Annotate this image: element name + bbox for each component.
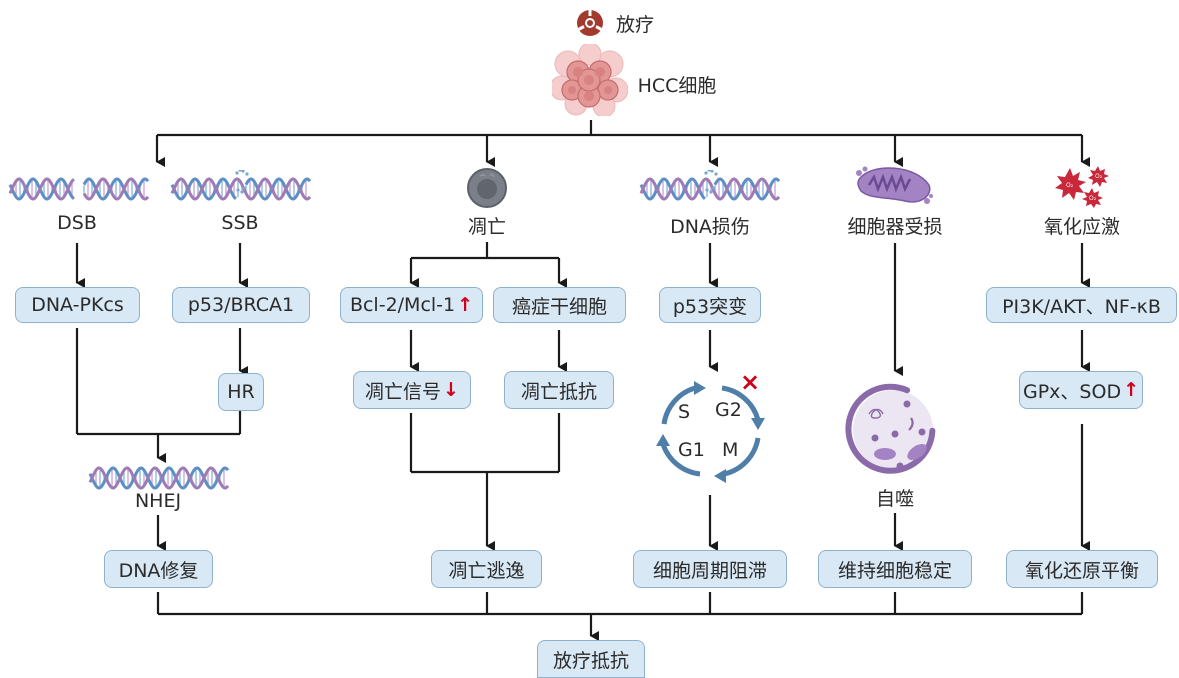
apoptosis-signal-box: 凋亡信号↓ bbox=[353, 371, 471, 409]
dna-repair-text: DNA修复 bbox=[118, 559, 199, 582]
organelle-damage-label: 细胞器受损 bbox=[847, 216, 943, 238]
radiation-icon bbox=[577, 10, 603, 36]
dna-single-strand-break-icon bbox=[170, 170, 312, 201]
apoptosis-label: 凋亡 bbox=[467, 216, 507, 238]
redox-balance-text: 氧化还原平衡 bbox=[1024, 559, 1139, 582]
p53-brca1-box: p53/BRCA1 bbox=[172, 287, 310, 323]
svg-text:O₂: O₂ bbox=[1066, 182, 1074, 189]
gpx-sod-box: GPx、SOD↑ bbox=[1019, 371, 1143, 409]
bcl2-mcl1-text: Bcl-2/Mcl-1 bbox=[349, 294, 456, 316]
p53-mutation-box: p53突变 bbox=[659, 287, 761, 323]
dsb-label: DSB bbox=[57, 212, 97, 234]
block-x-icon: × bbox=[740, 372, 760, 396]
apoptosis-signal-text: 凋亡信号 bbox=[365, 380, 442, 403]
svg-text:O₂: O₂ bbox=[1089, 195, 1097, 202]
autophagy-label: 自噬 bbox=[875, 488, 915, 510]
phase-g1: G1 bbox=[678, 439, 705, 461]
radiotherapy-resistance-text: 放疗抵抗 bbox=[552, 649, 629, 672]
oxidative-stress-label: 氧化应激 bbox=[1043, 216, 1121, 238]
redox-balance-box: 氧化还原平衡 bbox=[1006, 550, 1158, 588]
dna-damage-icon bbox=[639, 170, 781, 201]
dna-pkcs-box: DNA-PKcs bbox=[15, 287, 140, 323]
up-arrow-icon: ↑ bbox=[457, 294, 474, 316]
cancer-stem-cell-text: 癌症干细胞 bbox=[511, 295, 607, 318]
pi3k-akt-nfkb-text: PI3K/AKT、NF-κB bbox=[1002, 295, 1161, 318]
p53-mutation-text: p53突变 bbox=[672, 295, 748, 318]
cell-cycle-icon: S G2 G1 M × bbox=[656, 372, 765, 483]
bcl2-mcl1-box: Bcl-2/Mcl-1↑ bbox=[340, 287, 483, 323]
apoptotic-cell-icon bbox=[467, 168, 507, 208]
apoptosis-escape-box: 凋亡逃逸 bbox=[431, 550, 542, 588]
reactive-oxygen-species-icon: O₂ O₂ O₂ bbox=[1055, 166, 1109, 208]
hcc-cell-label: HCC细胞 bbox=[637, 75, 717, 97]
maintain-cell-stability-text: 维持细胞稳定 bbox=[837, 559, 952, 582]
pi3k-akt-nfkb-box: PI3K/AKT、NF-κB bbox=[986, 287, 1177, 323]
dna-intact-icon bbox=[88, 466, 230, 490]
apoptosis-resistance-box: 凋亡抵抗 bbox=[504, 371, 614, 409]
cancer-stem-cell-box: 癌症干细胞 bbox=[493, 287, 626, 323]
dna-repair-box: DNA修复 bbox=[104, 550, 213, 588]
hr-text: HR bbox=[227, 381, 255, 403]
ssb-label: SSB bbox=[221, 212, 259, 234]
phase-s: S bbox=[678, 401, 690, 423]
dna-damage-label: DNA损伤 bbox=[670, 216, 750, 238]
cell-cycle-arrest-box: 细胞周期阻滞 bbox=[633, 550, 787, 588]
cell-cycle-arrest-text: 细胞周期阻滞 bbox=[652, 559, 767, 582]
maintain-cell-stability-box: 维持细胞稳定 bbox=[818, 550, 972, 588]
nhej-label: NHEJ bbox=[134, 490, 182, 512]
dna-double-strand-break-icon bbox=[8, 177, 150, 201]
dna-pkcs-text: DNA-PKcs bbox=[31, 294, 124, 316]
apoptosis-escape-text: 凋亡逃逸 bbox=[448, 559, 525, 582]
radiotherapy-label: 放疗 bbox=[615, 14, 655, 36]
gpx-sod-text: GPx、SOD bbox=[1023, 380, 1122, 403]
apoptosis-resistance-text: 凋亡抵抗 bbox=[520, 380, 597, 403]
up-arrow-icon: ↑ bbox=[1123, 379, 1139, 401]
hr-box: HR bbox=[218, 373, 264, 411]
autophagosome-icon bbox=[845, 383, 936, 474]
mitochondrion-icon bbox=[856, 166, 933, 204]
p53-brca1-text: p53/BRCA1 bbox=[187, 294, 295, 316]
down-arrow-icon: ↓ bbox=[443, 379, 459, 401]
phase-g2: G2 bbox=[715, 399, 742, 421]
hcc-cell-cluster-icon bbox=[552, 44, 628, 116]
phase-m: M bbox=[722, 439, 738, 461]
radiotherapy-resistance-box: 放疗抵抗 bbox=[537, 640, 645, 678]
svg-text:O₂: O₂ bbox=[1095, 173, 1103, 180]
